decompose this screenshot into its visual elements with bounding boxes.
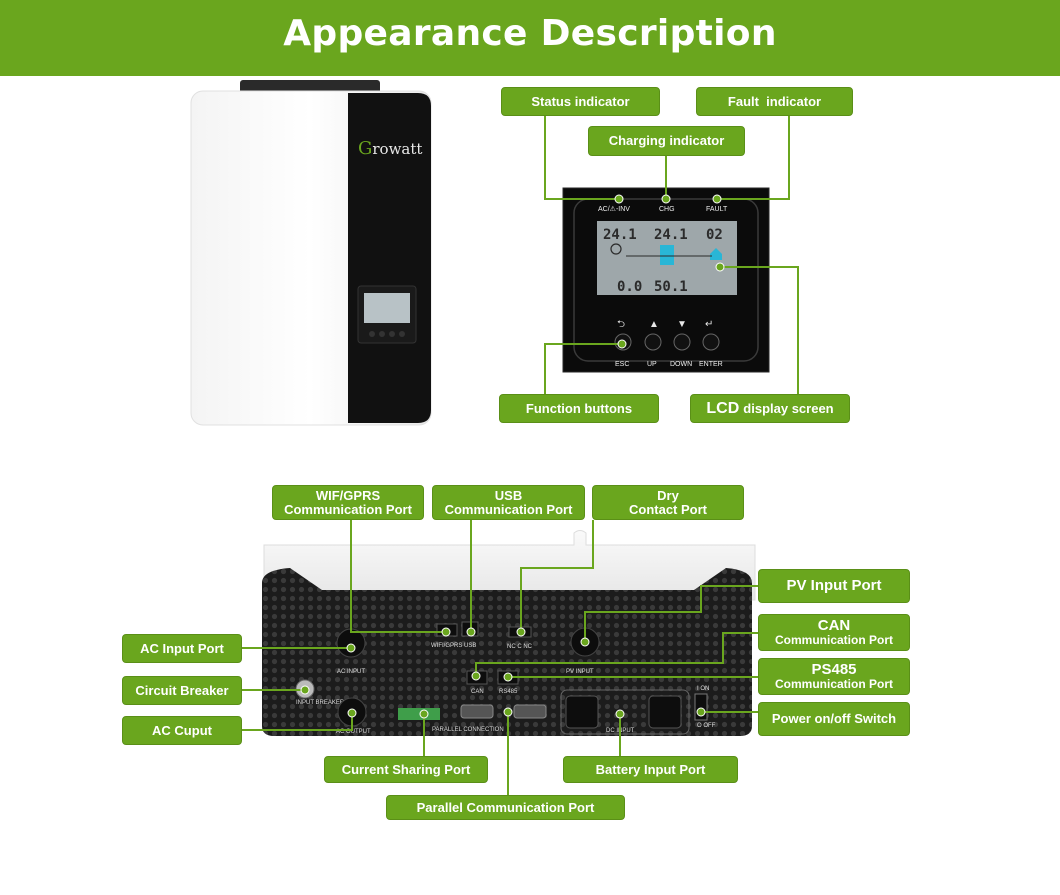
ac-input-connector: [336, 628, 366, 658]
callout-text: Dry: [657, 487, 679, 503]
callout-text: AC Input Port: [140, 640, 224, 656]
ac-input-port-label: AC INPUT: [337, 669, 365, 675]
enter-arrow-icon: ↵: [705, 319, 713, 330]
switch-on-label: I ON: [697, 686, 709, 692]
callout-current-sharing-port: Current Sharing Port: [324, 756, 488, 783]
pv-input-port-label: PV INPUT: [566, 669, 594, 675]
callout-function-buttons: Function buttons: [499, 394, 659, 423]
callout-text: Fault indicator: [727, 93, 822, 109]
growatt-logo: Growatt: [358, 138, 422, 159]
callout-text: WIF/GPRS: [315, 487, 381, 503]
callout-text: CAN: [817, 616, 851, 634]
breaker-label: INPUT BREAKER: [296, 700, 345, 706]
battery-terminal-positive: [648, 695, 682, 729]
callout-text: Communication Port: [444, 501, 573, 517]
callout-text: PV Input Port: [786, 577, 882, 594]
lcd-value-top-left: 24.1: [603, 227, 637, 243]
callout-text: Parallel Communication Port: [416, 799, 595, 815]
callout-fault-indicator: Fault indicator: [696, 87, 853, 116]
callout-circuit-breaker: Circuit Breaker: [122, 676, 242, 705]
lcd-value-bottom-mid: 50.1: [654, 279, 688, 295]
callout-ac-output: AC Cuput: [122, 716, 242, 745]
bottom-vent-panel: [262, 568, 752, 736]
callout-text: Communication Port: [774, 676, 893, 691]
rs485-port-label: RS485: [499, 689, 518, 695]
callout-text: Contact Port: [629, 501, 707, 517]
can-port-label: CAN: [471, 689, 484, 695]
page-title: Appearance Description: [283, 13, 777, 54]
down-arrow-icon: ▼: [677, 319, 687, 330]
header-banner: Appearance Description: [0, 0, 1060, 76]
lcd-value-top-mid: 24.1: [654, 227, 688, 243]
inverter-bottom-view: AC INPUT WIFI/GPRS USB NC C NC PV INPUT …: [262, 530, 756, 736]
lcd-value-bottom-left: 0.0: [617, 279, 642, 295]
callout-text: Charging indicator: [608, 133, 725, 148]
switch-off-label: O OFF: [697, 723, 716, 729]
parallel-port-label: PARALLEL CONNECTION: [432, 727, 504, 733]
callout-parallel-comm-port: Parallel Communication Port: [386, 795, 625, 820]
enter-button[interactable]: [702, 333, 720, 351]
parallel-db9-left: [460, 704, 494, 719]
current-sharing-terminal: [398, 708, 440, 720]
callout-text: Status indicator: [531, 93, 630, 109]
callout-text: USB: [494, 487, 523, 503]
up-arrow-icon: ▲: [649, 319, 659, 330]
dry-port-label: NC C NC: [507, 644, 533, 650]
callout-text: LCD: [706, 399, 740, 417]
indicator-label-ac: AC/⚠-INV: [598, 205, 630, 213]
callout-text: Function buttons: [525, 400, 633, 416]
button-label-up: UP: [647, 361, 657, 368]
control-panel-closeup: AC/⚠-INV CHG FAULT 24.1 24.1 02 0.0 50.1…: [562, 187, 770, 373]
dc-input-frame: [560, 689, 690, 735]
leader-dots: [300, 194, 725, 719]
lcd-value-top-right: 02: [706, 227, 723, 243]
callout-text: Circuit Breaker: [135, 682, 229, 698]
mini-lcd: [364, 293, 410, 323]
lcd-pv-icon: [610, 243, 622, 255]
button-label-esc: ESC: [615, 361, 629, 368]
ac-output-port-label: AC OUTPUT: [336, 729, 371, 735]
indicator-label-fault: FAULT: [706, 206, 728, 213]
up-button[interactable]: [644, 333, 662, 351]
wifi-port-label: WIFI/GPRS: [431, 643, 462, 649]
indicator-label-chg: CHG: [659, 206, 675, 213]
callout-text: PS485: [811, 660, 857, 678]
callout-text: Current Sharing Port: [341, 761, 471, 777]
callout-status-indicator: Status indicator: [501, 87, 660, 116]
leader-lines: [242, 116, 799, 795]
callout-battery-input-port: Battery Input Port: [563, 756, 738, 783]
battery-terminal-negative: [565, 695, 599, 729]
bottom-white-top: [263, 530, 756, 601]
button-label-down: DOWN: [670, 361, 692, 368]
callout-text: Battery Input Port: [595, 761, 706, 777]
callout-charging-indicator: Charging indicator: [588, 126, 745, 156]
callout-text: Power on/off Switch: [771, 711, 897, 726]
esc-arrow-icon: ⮌: [617, 319, 625, 330]
lcd-home-icon: [710, 248, 722, 260]
callout-power-switch: Power on/off Switch: [758, 702, 910, 736]
callout-text: display screen: [743, 400, 834, 416]
callout-text: AC Cuput: [152, 722, 212, 738]
usb-port-label: USB: [464, 643, 476, 649]
callout-text: Communication Port: [774, 632, 893, 647]
parallel-db9-right: [513, 704, 547, 719]
lcd-battery-icon: [660, 245, 674, 265]
down-button[interactable]: [673, 333, 691, 351]
inverter-front-view: Growatt: [190, 80, 432, 426]
callout-text: Communication Port: [284, 501, 412, 517]
callout-pv-input-port: PV Input Port: [758, 569, 910, 603]
callout-ac-input-port: AC Input Port: [122, 634, 242, 663]
button-label-enter: ENTER: [699, 361, 723, 368]
